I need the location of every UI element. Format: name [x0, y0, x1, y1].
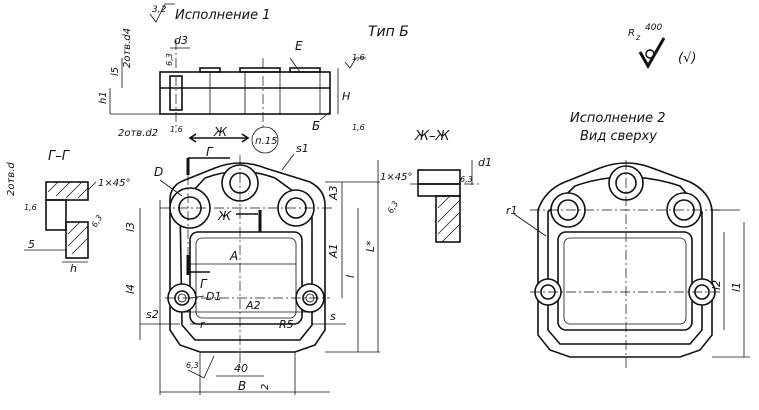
roughness-3-2: 3,2: [152, 5, 167, 15]
letter-Zh-top: Ж: [213, 125, 228, 139]
section-gg-title: Г–Г: [48, 149, 71, 164]
note-p15: п.15: [255, 136, 277, 147]
d2-holes-label: 2отв.d2: [118, 128, 158, 139]
type-b-label: Тип Б: [368, 24, 409, 40]
section-gg: Г–Г 2отв.d 1×45° 1,6 6,3 5 h: [6, 149, 130, 275]
l4-label: l4: [124, 284, 137, 294]
d3-label: d3: [174, 34, 188, 47]
D-label: D: [154, 165, 163, 179]
L-star-label: L*: [364, 240, 377, 252]
roughness-6-3-gg: 6,3: [90, 213, 104, 229]
r1-label: r1: [506, 204, 518, 217]
main-plan-view: Г Г Ж D s1 D1 A A2 r R5 s2 s l3 l4: [124, 142, 380, 395]
roughness-1-6-gg: 1,6: [24, 203, 37, 212]
letter-G-top: Г: [206, 145, 214, 159]
s2-label: s2: [146, 308, 159, 321]
D1-label: D1: [206, 290, 221, 303]
rz-value: 400: [645, 23, 662, 33]
general-roughness: R z 400 (√): [628, 23, 696, 70]
A1-label: A1: [327, 243, 340, 259]
variant2-label: Исполнение 2: [570, 111, 665, 126]
letter-Zh-main: Ж: [217, 209, 232, 223]
h1-label: h1: [98, 91, 109, 104]
d1-label: d1: [478, 156, 492, 169]
E-label: E: [295, 39, 303, 53]
dim-40-label: 40: [234, 362, 248, 375]
dim-5-label: 5: [28, 238, 35, 251]
A2-label: A2: [245, 299, 261, 312]
l2-label: l2: [710, 280, 723, 290]
l1-label: l1: [730, 282, 743, 292]
H-label: H: [342, 90, 350, 103]
letter-G-bottom: Г: [200, 277, 208, 291]
variant2-view: Исполнение 2 Вид сверху r1 l2 l1: [506, 111, 750, 370]
dim-2-label: 2: [260, 384, 271, 390]
roughness-6-3-bottom: 6,3: [186, 361, 199, 370]
h-label: h: [70, 262, 77, 275]
s-label: s: [330, 310, 336, 323]
roughness-1-6-a: 1,6: [352, 53, 365, 62]
A3-label: A3: [327, 185, 340, 201]
section-zhzh-title: Ж–Ж: [414, 129, 451, 144]
roughness-6-3-a: 6,3: [165, 53, 174, 66]
chamfer-gg: 1×45°: [98, 178, 130, 189]
A-label: A: [229, 249, 238, 263]
l5-label: l5: [110, 67, 121, 76]
roughness-1-6-c: 1,6: [170, 125, 183, 134]
letter-B-label: Б: [312, 119, 320, 133]
chamfer-zhzh: 1×45°: [380, 172, 412, 183]
roughness-6-3-zhzh-a: 6,3: [460, 175, 473, 184]
d-holes-label: 2отв.d: [6, 162, 17, 196]
R5-label: R5: [279, 318, 294, 331]
roughness-1-6-b: 1,6: [352, 123, 365, 132]
rz-sub: z: [635, 33, 641, 42]
r-label: r: [200, 318, 206, 331]
section-zhzh: Ж–Ж d1 1×45° 6,3 6,3: [380, 129, 492, 243]
d4-holes-label: 2отв.d4: [122, 28, 133, 68]
l-label: l: [344, 275, 357, 278]
rz-R: R: [628, 28, 635, 39]
variant1-label: Исполнение 1: [175, 8, 270, 23]
l3-label: l3: [124, 222, 137, 232]
rz-paren: (√): [678, 51, 696, 66]
B-label: B: [238, 379, 246, 393]
roughness-6-3-zhzh-b: 6,3: [386, 199, 400, 215]
side-view: Исполнение 1 Тип Б 3,2 2отв.d4 d3 6,3 E …: [98, 3, 409, 154]
s1-label: s1: [296, 142, 309, 155]
top-view-label: Вид сверху: [580, 129, 657, 144]
